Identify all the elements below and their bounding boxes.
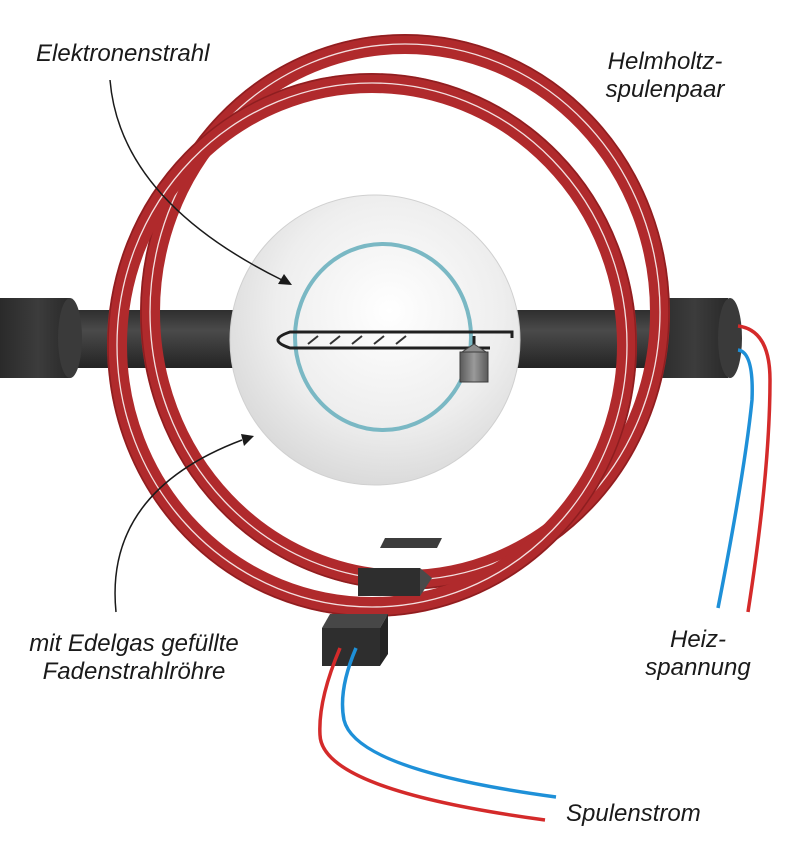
electron-beam-circle	[293, 242, 473, 432]
coil-terminals	[322, 538, 442, 666]
right-rod	[510, 298, 742, 378]
label-electron-beam: Elektronenstrahl	[36, 40, 210, 67]
annotation-arrow-tube	[114, 434, 254, 613]
label-heater-voltage: Heiz- spannung	[645, 626, 751, 681]
coil-current-wire-red	[318, 647, 546, 822]
electron-gun-assembly	[276, 330, 514, 383]
label-fine-beam-tube: mit Edelgas gefüllte Fadenstrahlröhre	[29, 630, 239, 685]
heater-wire-blue	[716, 348, 754, 609]
label-helmholtz-coils: Helmholtz- spulenpaar	[605, 48, 725, 103]
annotation-arrow-electron-beam	[109, 79, 292, 285]
glass-bulb	[229, 194, 521, 486]
heater-wire-red	[737, 324, 772, 613]
coil-current-wire-blue	[340, 647, 557, 799]
label-coil-current: Spulenstrom	[566, 800, 701, 827]
